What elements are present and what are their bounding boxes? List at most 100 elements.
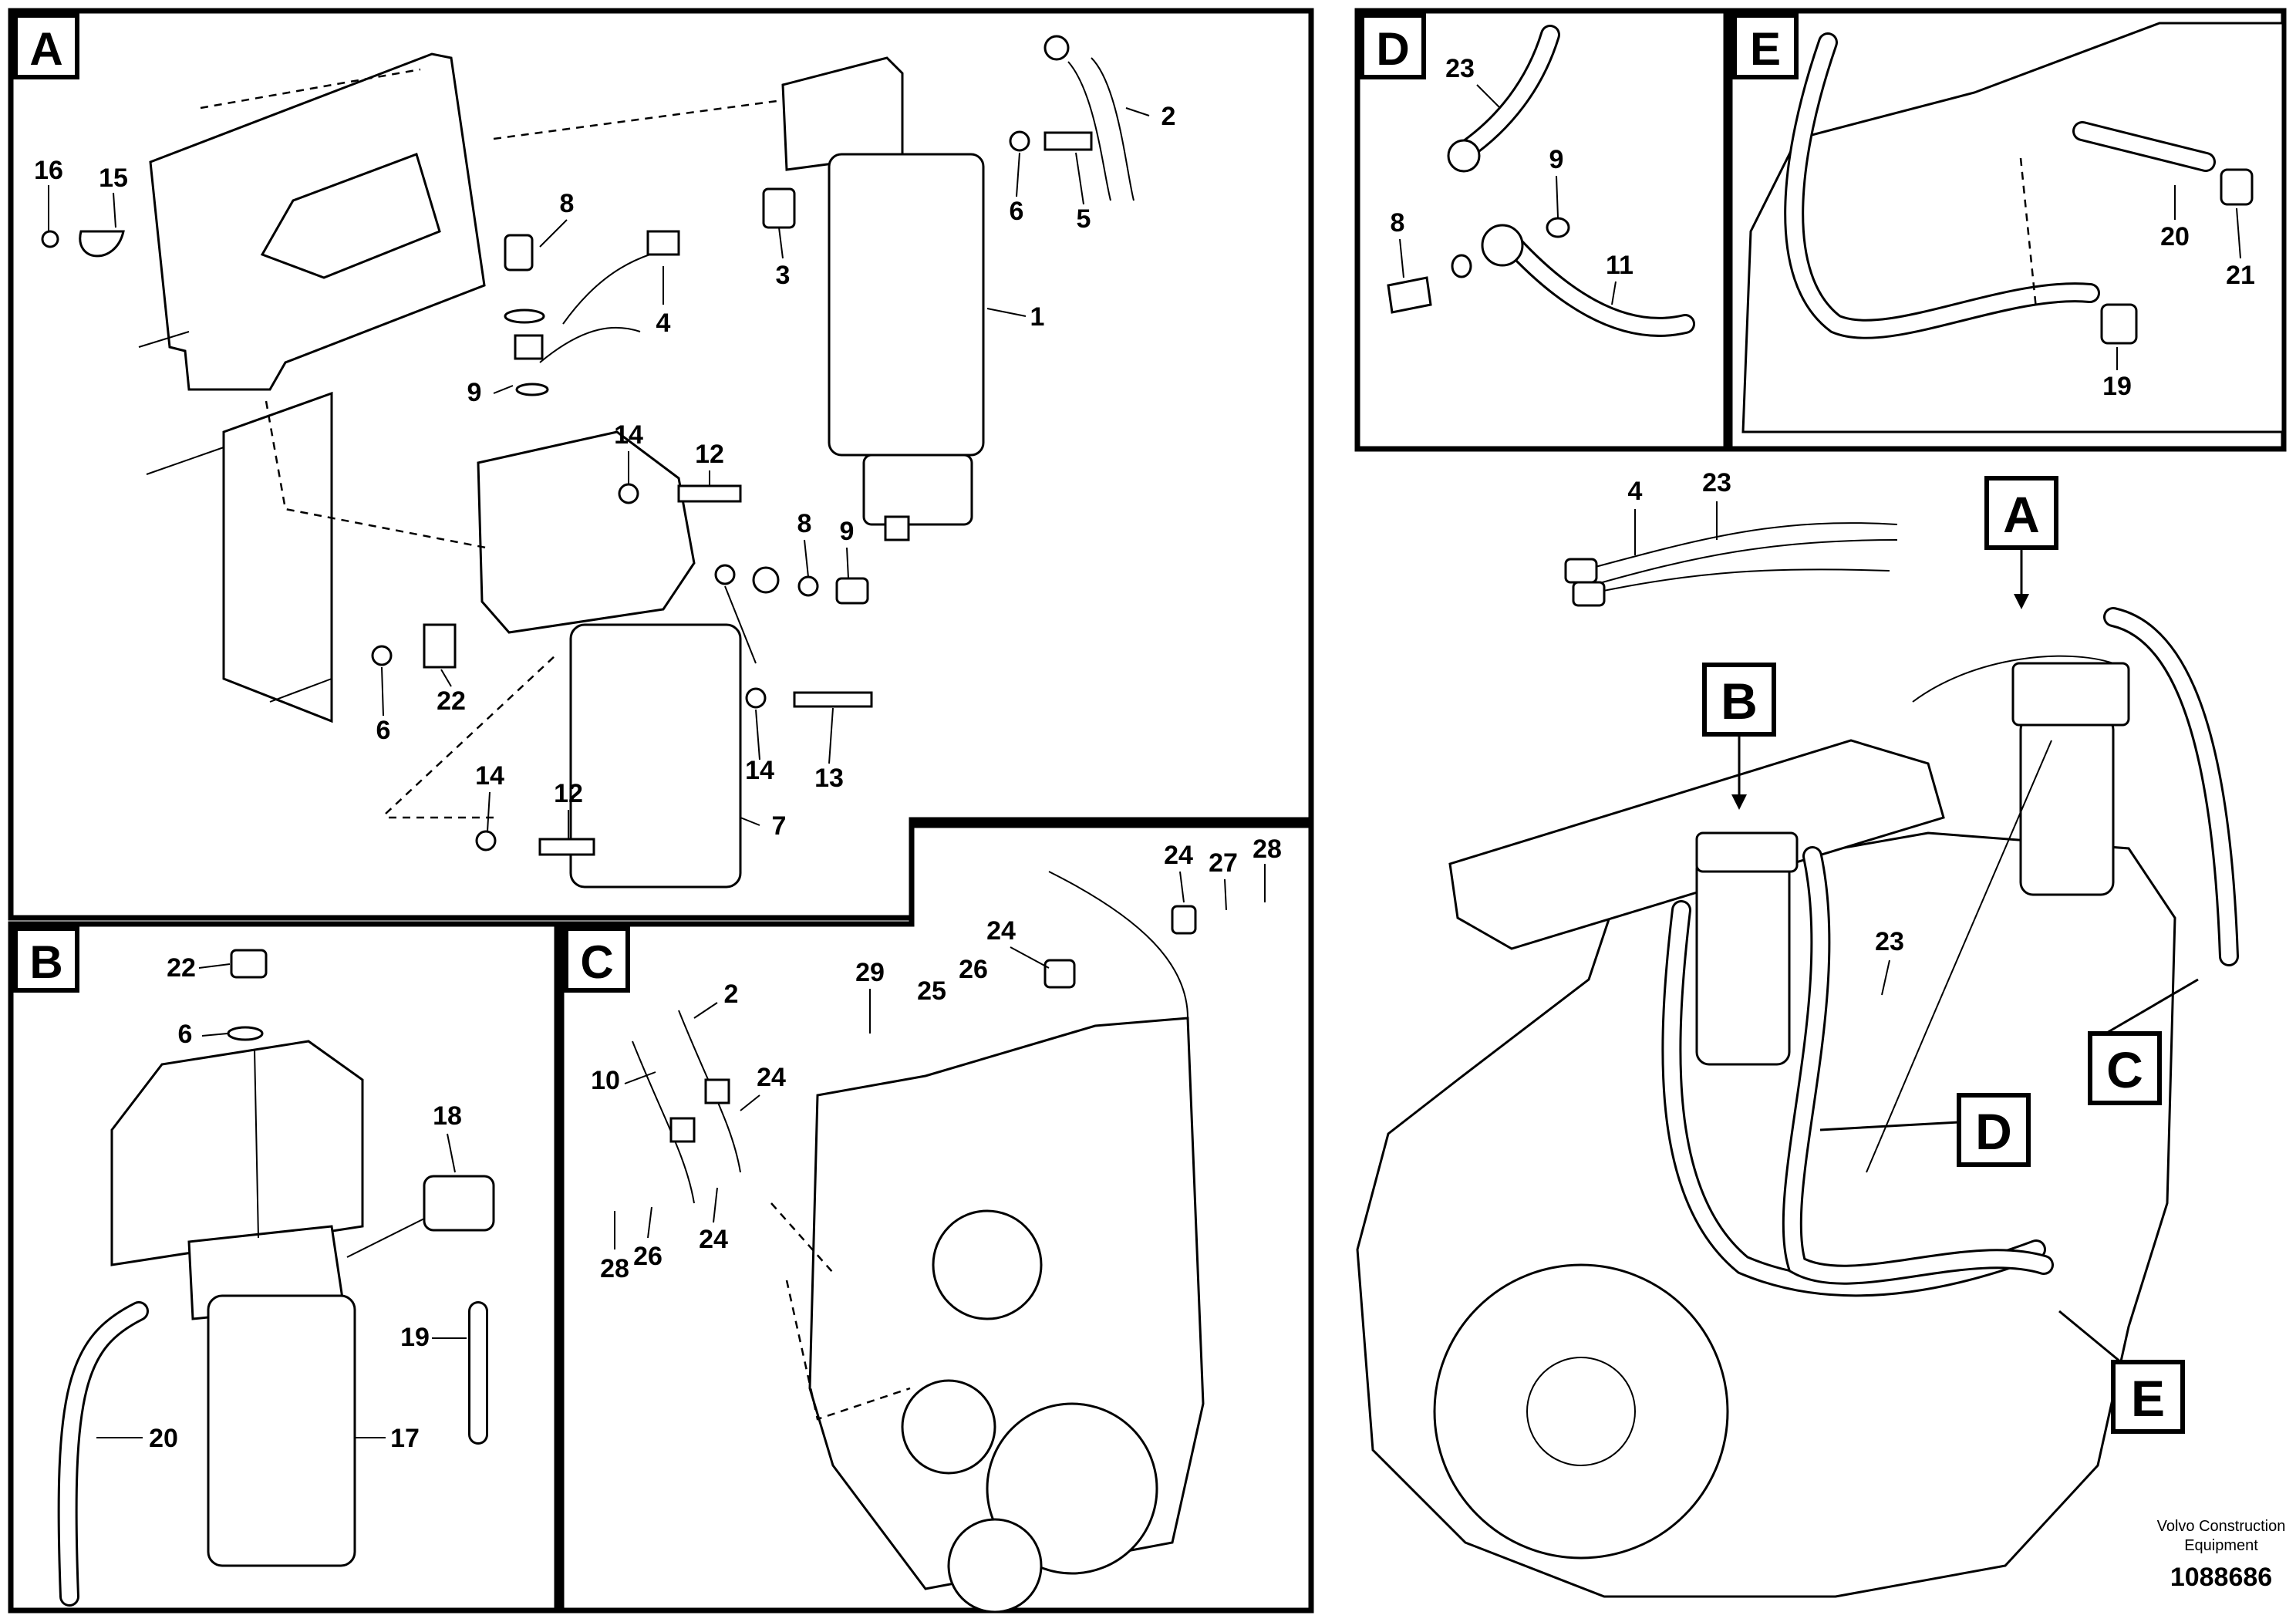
panel-b-callouts: 22 6 18 19 20 17 bbox=[96, 953, 467, 1453]
callout-15: 15 bbox=[99, 164, 128, 193]
callout-6: 6 bbox=[1010, 197, 1024, 226]
brand-line-1: Volvo Construction bbox=[2157, 1518, 2286, 1535]
overview-letter-a: A bbox=[2003, 486, 2040, 543]
banjo-bolt-8 bbox=[504, 234, 534, 271]
banjo-bolt-8-d bbox=[1387, 276, 1432, 314]
overview-letter-tags: A B C D E bbox=[1702, 476, 2199, 1434]
washer-9 bbox=[504, 309, 545, 324]
panel-e-letter: E bbox=[1750, 23, 1781, 75]
panel-b-tag bbox=[13, 926, 79, 993]
callout-22: 22 bbox=[437, 686, 466, 716]
fitting-21 bbox=[2220, 168, 2254, 206]
banjo-eye-d bbox=[1447, 139, 1481, 173]
callout-3: 3 bbox=[776, 261, 791, 290]
fitting-4 bbox=[646, 230, 680, 256]
clamp-24-b bbox=[1043, 959, 1076, 989]
callout-21: 21 bbox=[2226, 261, 2255, 290]
callout-26: 26 bbox=[959, 955, 988, 984]
overview-callout-23: 23 bbox=[1875, 927, 1904, 956]
callout-24: 24 bbox=[986, 916, 1016, 946]
overview-tag-e bbox=[2111, 1360, 2185, 1434]
callout-26: 26 bbox=[633, 1242, 663, 1271]
bolt-22-b bbox=[230, 949, 268, 979]
overview-callout-23: 23 bbox=[1702, 468, 1731, 497]
callout-10: 10 bbox=[591, 1066, 620, 1095]
callout-17: 17 bbox=[390, 1424, 420, 1453]
panel-c-tag bbox=[564, 926, 630, 993]
washer-6-b bbox=[227, 1026, 264, 1041]
overview-letter-d: D bbox=[1975, 1103, 2012, 1160]
panel-e-callouts: 20 21 19 bbox=[2102, 185, 2255, 401]
callout-18: 18 bbox=[433, 1101, 462, 1131]
hose-fitting-2 bbox=[1043, 35, 1070, 61]
fitting-3 bbox=[762, 187, 796, 229]
callout-9: 9 bbox=[840, 517, 855, 546]
fuel-filter-1 bbox=[828, 153, 985, 457]
callout-5: 5 bbox=[1077, 204, 1091, 234]
callout-24: 24 bbox=[1164, 841, 1193, 870]
overview-tag-c bbox=[2088, 1031, 2162, 1105]
callout-29: 29 bbox=[855, 958, 885, 987]
callout-7: 7 bbox=[772, 811, 787, 841]
callout-16: 16 bbox=[34, 156, 63, 185]
panel-d-callouts: 23 9 8 11 bbox=[1391, 54, 1633, 305]
overview-tag-a bbox=[1984, 476, 2058, 550]
washer-9-d bbox=[1546, 217, 1570, 238]
callout-20: 20 bbox=[2160, 222, 2190, 251]
callout-6: 6 bbox=[376, 716, 391, 745]
pulley-bottom bbox=[947, 1518, 1043, 1614]
panel-e-tag bbox=[1732, 13, 1799, 79]
callout-9: 9 bbox=[1549, 145, 1564, 174]
callout-14: 14 bbox=[475, 761, 504, 791]
filter-head-upper bbox=[781, 56, 904, 171]
callout-8: 8 bbox=[797, 509, 812, 538]
panel-c-callouts: 24 27 28 24 29 2 26 25 10 24 28 26 24 bbox=[591, 835, 1282, 1283]
callout-12: 12 bbox=[695, 440, 724, 469]
panel-c-drawing bbox=[632, 871, 1205, 1614]
panel-a-drawing bbox=[41, 35, 1135, 889]
clamp-24 bbox=[1171, 905, 1197, 935]
footer: Volvo Construction Equipment 1088686 bbox=[2157, 1518, 2286, 1592]
overview-letter-c: C bbox=[2106, 1041, 2143, 1098]
callout-28: 28 bbox=[1253, 835, 1282, 864]
brand-line-2: Equipment bbox=[2184, 1537, 2258, 1554]
nut-16 bbox=[41, 230, 59, 248]
bracket-leg bbox=[222, 391, 333, 723]
callout-24: 24 bbox=[699, 1225, 728, 1254]
callout-12: 12 bbox=[554, 779, 583, 808]
washer-8-d bbox=[1451, 254, 1472, 278]
panel-e-drawing bbox=[1741, 22, 2284, 433]
panel-c-frame bbox=[558, 822, 1314, 1614]
filter-17 bbox=[207, 1294, 356, 1567]
banjo-fitting bbox=[514, 334, 544, 360]
overview-drawing bbox=[1356, 522, 2239, 1598]
overview-callout-4: 4 bbox=[1628, 477, 1643, 506]
washer-6 bbox=[1009, 130, 1030, 152]
panel-d-letter: D bbox=[1376, 23, 1409, 75]
panel-d-drawing bbox=[1387, 25, 1695, 337]
callout-11: 11 bbox=[1606, 251, 1633, 280]
panel-a-callouts: 16 15 8 4 3 2 6 5 1 9 14 12 8 9 6 22 14 … bbox=[34, 102, 1175, 841]
callout-8: 8 bbox=[560, 189, 575, 218]
panel-tags: A B C D E bbox=[13, 13, 1799, 993]
callout-19: 19 bbox=[2102, 372, 2132, 401]
callout-2: 2 bbox=[724, 980, 739, 1009]
callout-24: 24 bbox=[757, 1063, 786, 1092]
panel-b-letter: B bbox=[29, 936, 62, 988]
callout-23: 23 bbox=[1445, 54, 1475, 83]
filter-bowl bbox=[862, 454, 973, 526]
callout-8: 8 bbox=[1391, 208, 1405, 238]
panel-d-tag bbox=[1360, 13, 1426, 79]
bolt-22 bbox=[423, 623, 457, 669]
panel-a-frame bbox=[8, 8, 1314, 921]
callout-19: 19 bbox=[400, 1323, 430, 1352]
filter-b-overview bbox=[1695, 855, 1791, 1066]
panel-b-drawing bbox=[57, 949, 495, 1607]
callout-25: 25 bbox=[917, 976, 946, 1006]
overview-callouts: 4 23 23 bbox=[1628, 468, 1904, 996]
pulley-lower bbox=[986, 1402, 1158, 1575]
panel-c-letter: C bbox=[580, 936, 613, 988]
fitting-19 bbox=[2100, 303, 2138, 345]
pulley-upper bbox=[901, 1379, 996, 1475]
